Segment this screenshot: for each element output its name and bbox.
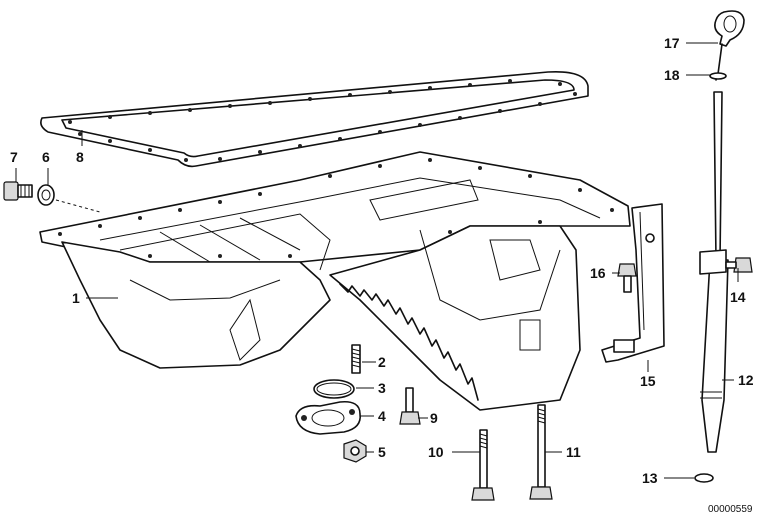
callout-3: 3 xyxy=(378,380,386,396)
o-ring-inner xyxy=(316,382,352,396)
callout-15: 15 xyxy=(640,373,656,389)
hex-nut[interactable] xyxy=(343,439,367,463)
leader-lines xyxy=(15,42,739,479)
sump-cover[interactable] xyxy=(295,400,361,435)
oil-dipstick[interactable] xyxy=(714,10,745,81)
drawing-number: 00000559 xyxy=(708,504,753,515)
drain-axis-line xyxy=(55,199,101,213)
callout-6: 6 xyxy=(42,149,50,165)
callout-7: 7 xyxy=(10,149,18,165)
callout-13: 13 xyxy=(642,470,658,486)
stud[interactable] xyxy=(351,344,361,374)
callout-5: 5 xyxy=(378,444,386,460)
callout-numbers: 1 2 3 4 5 6 7 8 9 10 11 12 13 14 15 16 1… xyxy=(10,35,754,515)
dipstick-bracket[interactable] xyxy=(601,203,665,363)
bolt-short[interactable] xyxy=(399,387,421,425)
callout-16: 16 xyxy=(590,265,606,281)
callout-12: 12 xyxy=(738,372,754,388)
callout-17: 17 xyxy=(664,35,680,51)
bolt-long-left[interactable] xyxy=(471,429,495,501)
callout-2: 2 xyxy=(378,354,386,370)
oil-pan-gasket[interactable] xyxy=(40,70,589,168)
tube-seal-ring[interactable] xyxy=(694,473,714,483)
callout-10: 10 xyxy=(428,444,444,460)
dipstick-o-ring[interactable] xyxy=(709,72,727,80)
bolt-long-right[interactable] xyxy=(529,404,553,500)
callout-11: 11 xyxy=(566,444,581,460)
callout-1: 1 xyxy=(72,290,80,306)
callout-8: 8 xyxy=(76,149,84,165)
callout-9: 9 xyxy=(430,410,438,426)
drain-plug[interactable] xyxy=(3,181,33,201)
callout-18: 18 xyxy=(664,67,680,83)
drain-plug-seal[interactable] xyxy=(37,184,55,206)
callout-4: 4 xyxy=(378,408,386,424)
dipstick-guide-tube[interactable] xyxy=(699,91,729,453)
bracket-bolt[interactable] xyxy=(617,263,637,293)
tube-screw[interactable] xyxy=(725,257,753,273)
callout-14: 14 xyxy=(730,289,746,305)
oil-pan[interactable] xyxy=(39,151,631,411)
